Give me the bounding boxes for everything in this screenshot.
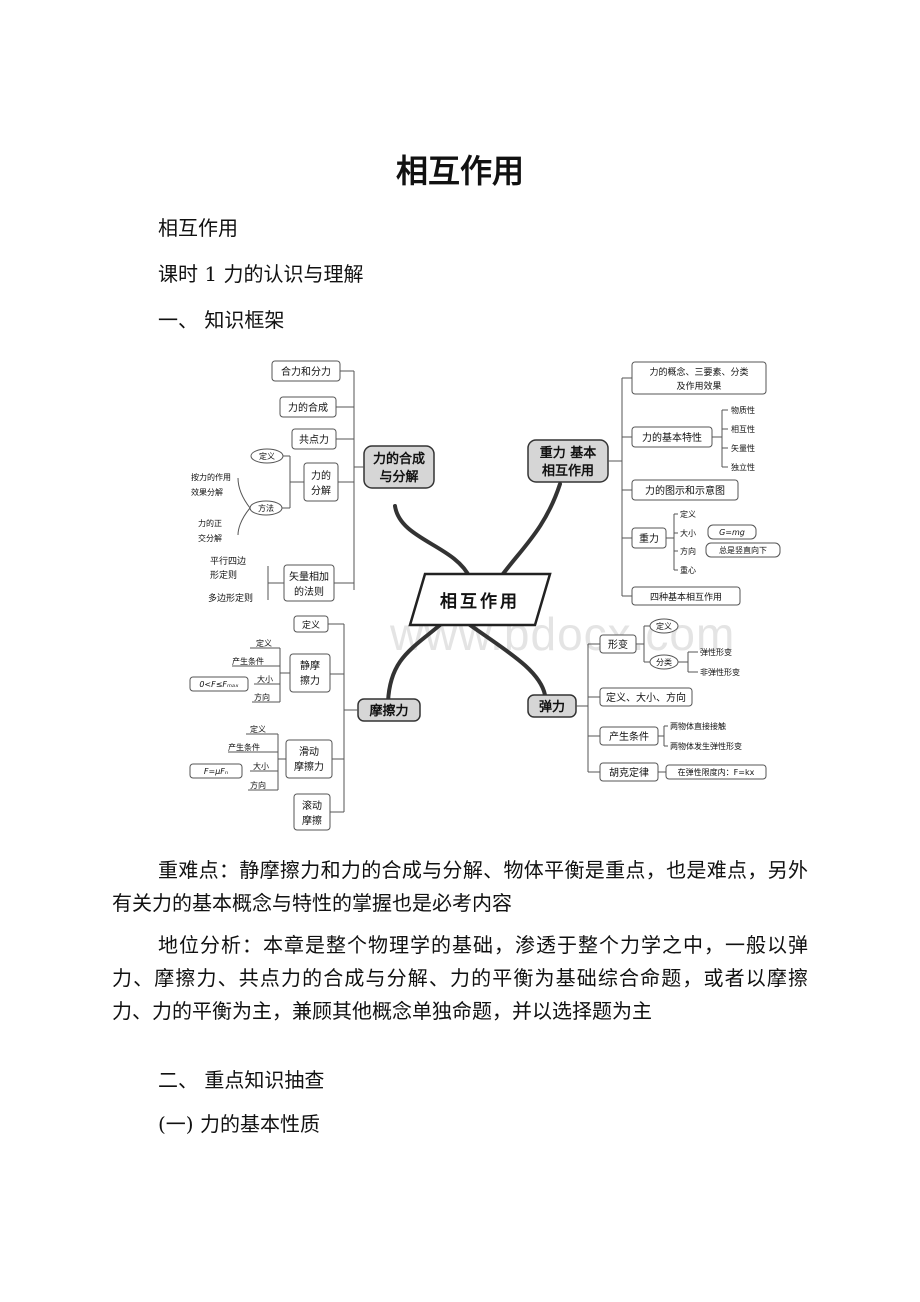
g-direction-value: 总是竖直向下: [719, 545, 767, 555]
node-force-concept-2: 及作用效果: [676, 380, 721, 392]
g-item-direction: 方向: [680, 546, 696, 556]
subsection-heading: (一) 力的基本性质: [158, 1112, 320, 1136]
node-by-effect-2: 效果分解: [191, 487, 223, 497]
section-heading-knowledge: 二、 重点知识抽查: [158, 1068, 325, 1092]
g-item-center: 重心: [680, 565, 696, 575]
node-static-2: 擦力: [300, 674, 320, 687]
trait-4: 独立性: [731, 462, 755, 472]
hub-gravity-line1: 重力 基本: [540, 445, 597, 461]
node-he-cheng: 力的合成: [288, 401, 328, 414]
node-fen-jie-2: 分解: [311, 484, 331, 497]
hub-gravity-line2: 相互作用: [542, 463, 594, 479]
trait-3: 矢量性: [731, 443, 755, 453]
node-orthogonal-1: 力的正: [198, 518, 222, 528]
center-node-label: 相互作用: [440, 591, 520, 612]
node-gong-dian-li: 共点力: [299, 433, 329, 446]
static-range: 0<F≤Fₘₐₓ: [199, 680, 239, 689]
static-cond: 产生条件: [232, 656, 264, 666]
node-fen-jie-1: 力的: [311, 469, 331, 482]
hub-synthesis-line2: 与分解: [379, 469, 418, 485]
node-def-size-dir: 定义、大小、方向: [606, 691, 686, 704]
kinetic-def: 定义: [250, 724, 266, 734]
static-size: 大小: [257, 674, 273, 684]
hub-elastic-label: 弹力: [539, 699, 565, 715]
node-parallelogram-1: 平行四边: [210, 555, 246, 567]
node-he-li-fen-li: 合力和分力: [281, 365, 331, 378]
node-rolling-1: 滚动: [302, 799, 322, 812]
node-by-effect-1: 按力的作用: [191, 472, 231, 482]
lesson-heading: 课时 1 力的认识与理解: [158, 262, 364, 286]
node-orthogonal-2: 交分解: [198, 533, 222, 543]
branch-synthesis: [393, 504, 472, 580]
key-points-paragraph: 重难点：静摩擦力和力的合成与分解、物体平衡是重点，也是难点，另外有关力的基本概念…: [112, 858, 808, 915]
g-item-size: 大小: [680, 528, 696, 538]
position-analysis-paragraph: 地位分析：本章是整个物理学的基础，渗透于整个力学之中，一般以弹力、摩擦力、共点力…: [112, 933, 808, 1023]
node-synth-method: 方法: [258, 503, 274, 513]
elastic-classify: 分类: [656, 657, 672, 667]
node-kinetic-1: 滑动: [299, 746, 319, 758]
node-vector-rule-1: 矢量相加: [289, 570, 329, 583]
trait-1: 物质性: [731, 405, 755, 415]
branch-elastic: [468, 623, 547, 697]
branch-gravity: [498, 482, 562, 580]
node-rolling-2: 摩擦: [302, 814, 322, 827]
kinetic-direction: 方向: [250, 780, 266, 790]
node-hooke: 胡克定律: [609, 766, 649, 779]
branch-friction: [386, 623, 442, 704]
kinetic-formula: F=μFₙ: [204, 767, 228, 776]
hub-synthesis-line1: 力的合成: [373, 451, 425, 467]
g-formula: G=mg: [719, 528, 745, 537]
node-conditions: 产生条件: [609, 730, 649, 743]
center-node: [408, 572, 552, 627]
static-def: 定义: [256, 638, 272, 648]
static-direction: 方向: [254, 692, 270, 702]
hooke-rule: 在弹性限度内：F=kx: [678, 767, 755, 777]
node-vector-rule-2: 的法则: [294, 585, 324, 598]
kinetic-size: 大小: [253, 761, 269, 771]
node-gravity: 重力: [639, 532, 659, 545]
section-heading-framework: 一、 知识框架: [158, 308, 285, 332]
node-kinetic-2: 摩擦力: [294, 760, 324, 773]
node-parallelogram-2: 形定则: [210, 569, 237, 581]
node-basic-traits: 力的基本特性: [642, 431, 702, 444]
node-static-1: 静摩: [300, 659, 320, 672]
page-title: 相互作用: [395, 152, 524, 190]
node-force-concept-1: 力的概念、三要素、分类: [649, 366, 748, 378]
hub-friction-label: 摩擦力: [369, 703, 408, 719]
cond-deform: 两物体发生弹性形变: [670, 741, 742, 751]
inelastic-deform-type: 非弹性形变: [700, 667, 740, 677]
friction-top-def: 定义: [302, 619, 320, 631]
node-polygon: 多边形定则: [208, 592, 253, 604]
subtitle: 相互作用: [158, 216, 238, 240]
trait-2: 相互性: [731, 424, 755, 434]
node-four-forces: 四种基本相互作用: [650, 591, 722, 603]
node-synth-def: 定义: [259, 451, 275, 461]
cond-contact: 两物体直接接触: [670, 721, 726, 731]
kinetic-cond: 产生条件: [228, 742, 260, 752]
g-item-def: 定义: [680, 509, 696, 519]
node-force-diagram: 力的图示和示意图: [645, 484, 725, 497]
elastic-deform-type: 弹性形变: [700, 647, 732, 657]
elastic-def: 定义: [656, 621, 672, 631]
node-deform: 形变: [608, 638, 628, 651]
